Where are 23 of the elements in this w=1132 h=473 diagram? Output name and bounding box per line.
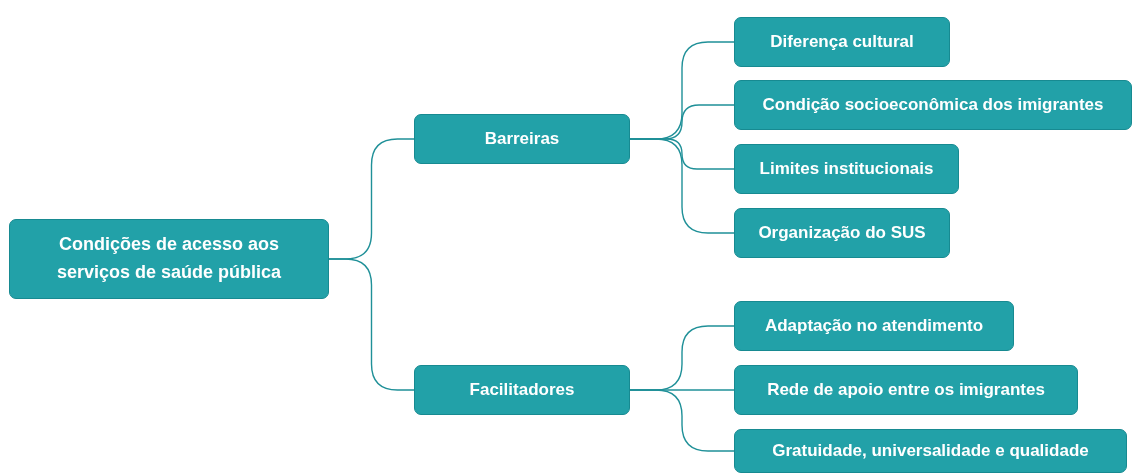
connector-line <box>328 258 415 391</box>
topic-box <box>734 144 959 194</box>
topic-box <box>414 114 630 164</box>
topic-box <box>734 80 1132 130</box>
topic-label: Facilitadores <box>469 378 575 401</box>
topic-label: Rede de apoio entre os imigrantes <box>767 378 1045 401</box>
topic-box <box>734 365 1078 415</box>
topic-box <box>734 301 1014 351</box>
topic-label: Diferença cultural <box>770 30 914 53</box>
topic-label: Organização do SUS <box>758 221 926 244</box>
topic-label: Limites institucionais <box>759 157 934 180</box>
connector-line <box>629 389 735 452</box>
topic-label: Condição socioeconômica dos imigrantes <box>762 93 1104 116</box>
topic-box <box>9 219 329 299</box>
topic-label: Condições de acesso aos serviços de saúde pública <box>55 233 283 284</box>
topic-box <box>734 429 1127 473</box>
topic-box <box>734 208 950 258</box>
topic-box <box>734 17 950 67</box>
topic-label: Adaptação no atendimento <box>764 314 984 337</box>
topic-label: Barreiras <box>484 127 560 150</box>
connector-line <box>629 138 735 234</box>
topic-box <box>414 365 630 415</box>
topic-label: Gratuidade, universalidade e qualidade <box>772 439 1089 462</box>
